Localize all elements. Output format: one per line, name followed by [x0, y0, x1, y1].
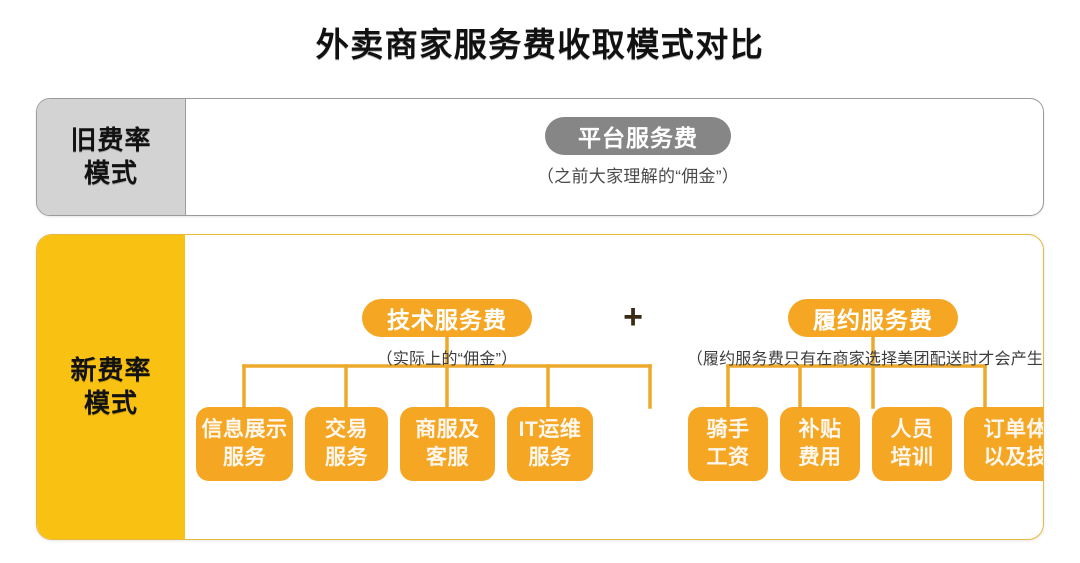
connector-lines: [242, 336, 987, 409]
leaf-box: 订单体验处理以及技术支持: [964, 407, 1043, 481]
leaf-box: 骑手工资: [688, 407, 768, 481]
leaf-box: 人员培训: [872, 407, 952, 481]
leaf-box: 商服及客服: [400, 407, 495, 481]
page-title: 外卖商家服务费收取模式对比: [315, 26, 765, 63]
old-rate-body: 平台服务费 （之前大家理解的“佣金”）: [185, 99, 1043, 215]
fulfillment-service-fee-pill: 履约服务费: [788, 299, 958, 337]
platform-service-fee-note: （之前大家理解的“佣金”）: [536, 167, 740, 186]
plus-operator-icon: +: [623, 298, 643, 336]
leaf-box: 信息展示服务: [196, 407, 293, 481]
new-rate-panel: 新费率模式 技术服务费 （实: [36, 234, 1044, 540]
leaf-box: IT运维服务: [507, 407, 593, 481]
platform-service-fee-pill: 平台服务费: [545, 117, 731, 155]
leaf-box: 补贴费用: [780, 407, 860, 481]
leaf-box: 交易服务: [305, 407, 388, 481]
old-rate-label-text: 旧费率模式: [70, 124, 152, 188]
new-rate-label-text: 新费率模式: [70, 354, 152, 418]
fulfillment-service-fee-note: （履约服务费只有在商家选择美团配送时才会产生）: [686, 351, 1044, 368]
new-rate-label: 新费率模式: [37, 235, 185, 539]
tech-service-fee-pill: 技术服务费: [362, 299, 532, 337]
tech-service-fee-note: （实际上的“佣金”）: [376, 351, 518, 368]
old-rate-panel: 旧费率模式 平台服务费 （之前大家理解的“佣金”）: [36, 98, 1044, 216]
new-rate-body: 技术服务费 （实际上的“佣金”） + 履约服务费 （履约服务费只有在商家选择美团…: [185, 235, 1043, 539]
old-rate-label: 旧费率模式: [37, 99, 186, 215]
